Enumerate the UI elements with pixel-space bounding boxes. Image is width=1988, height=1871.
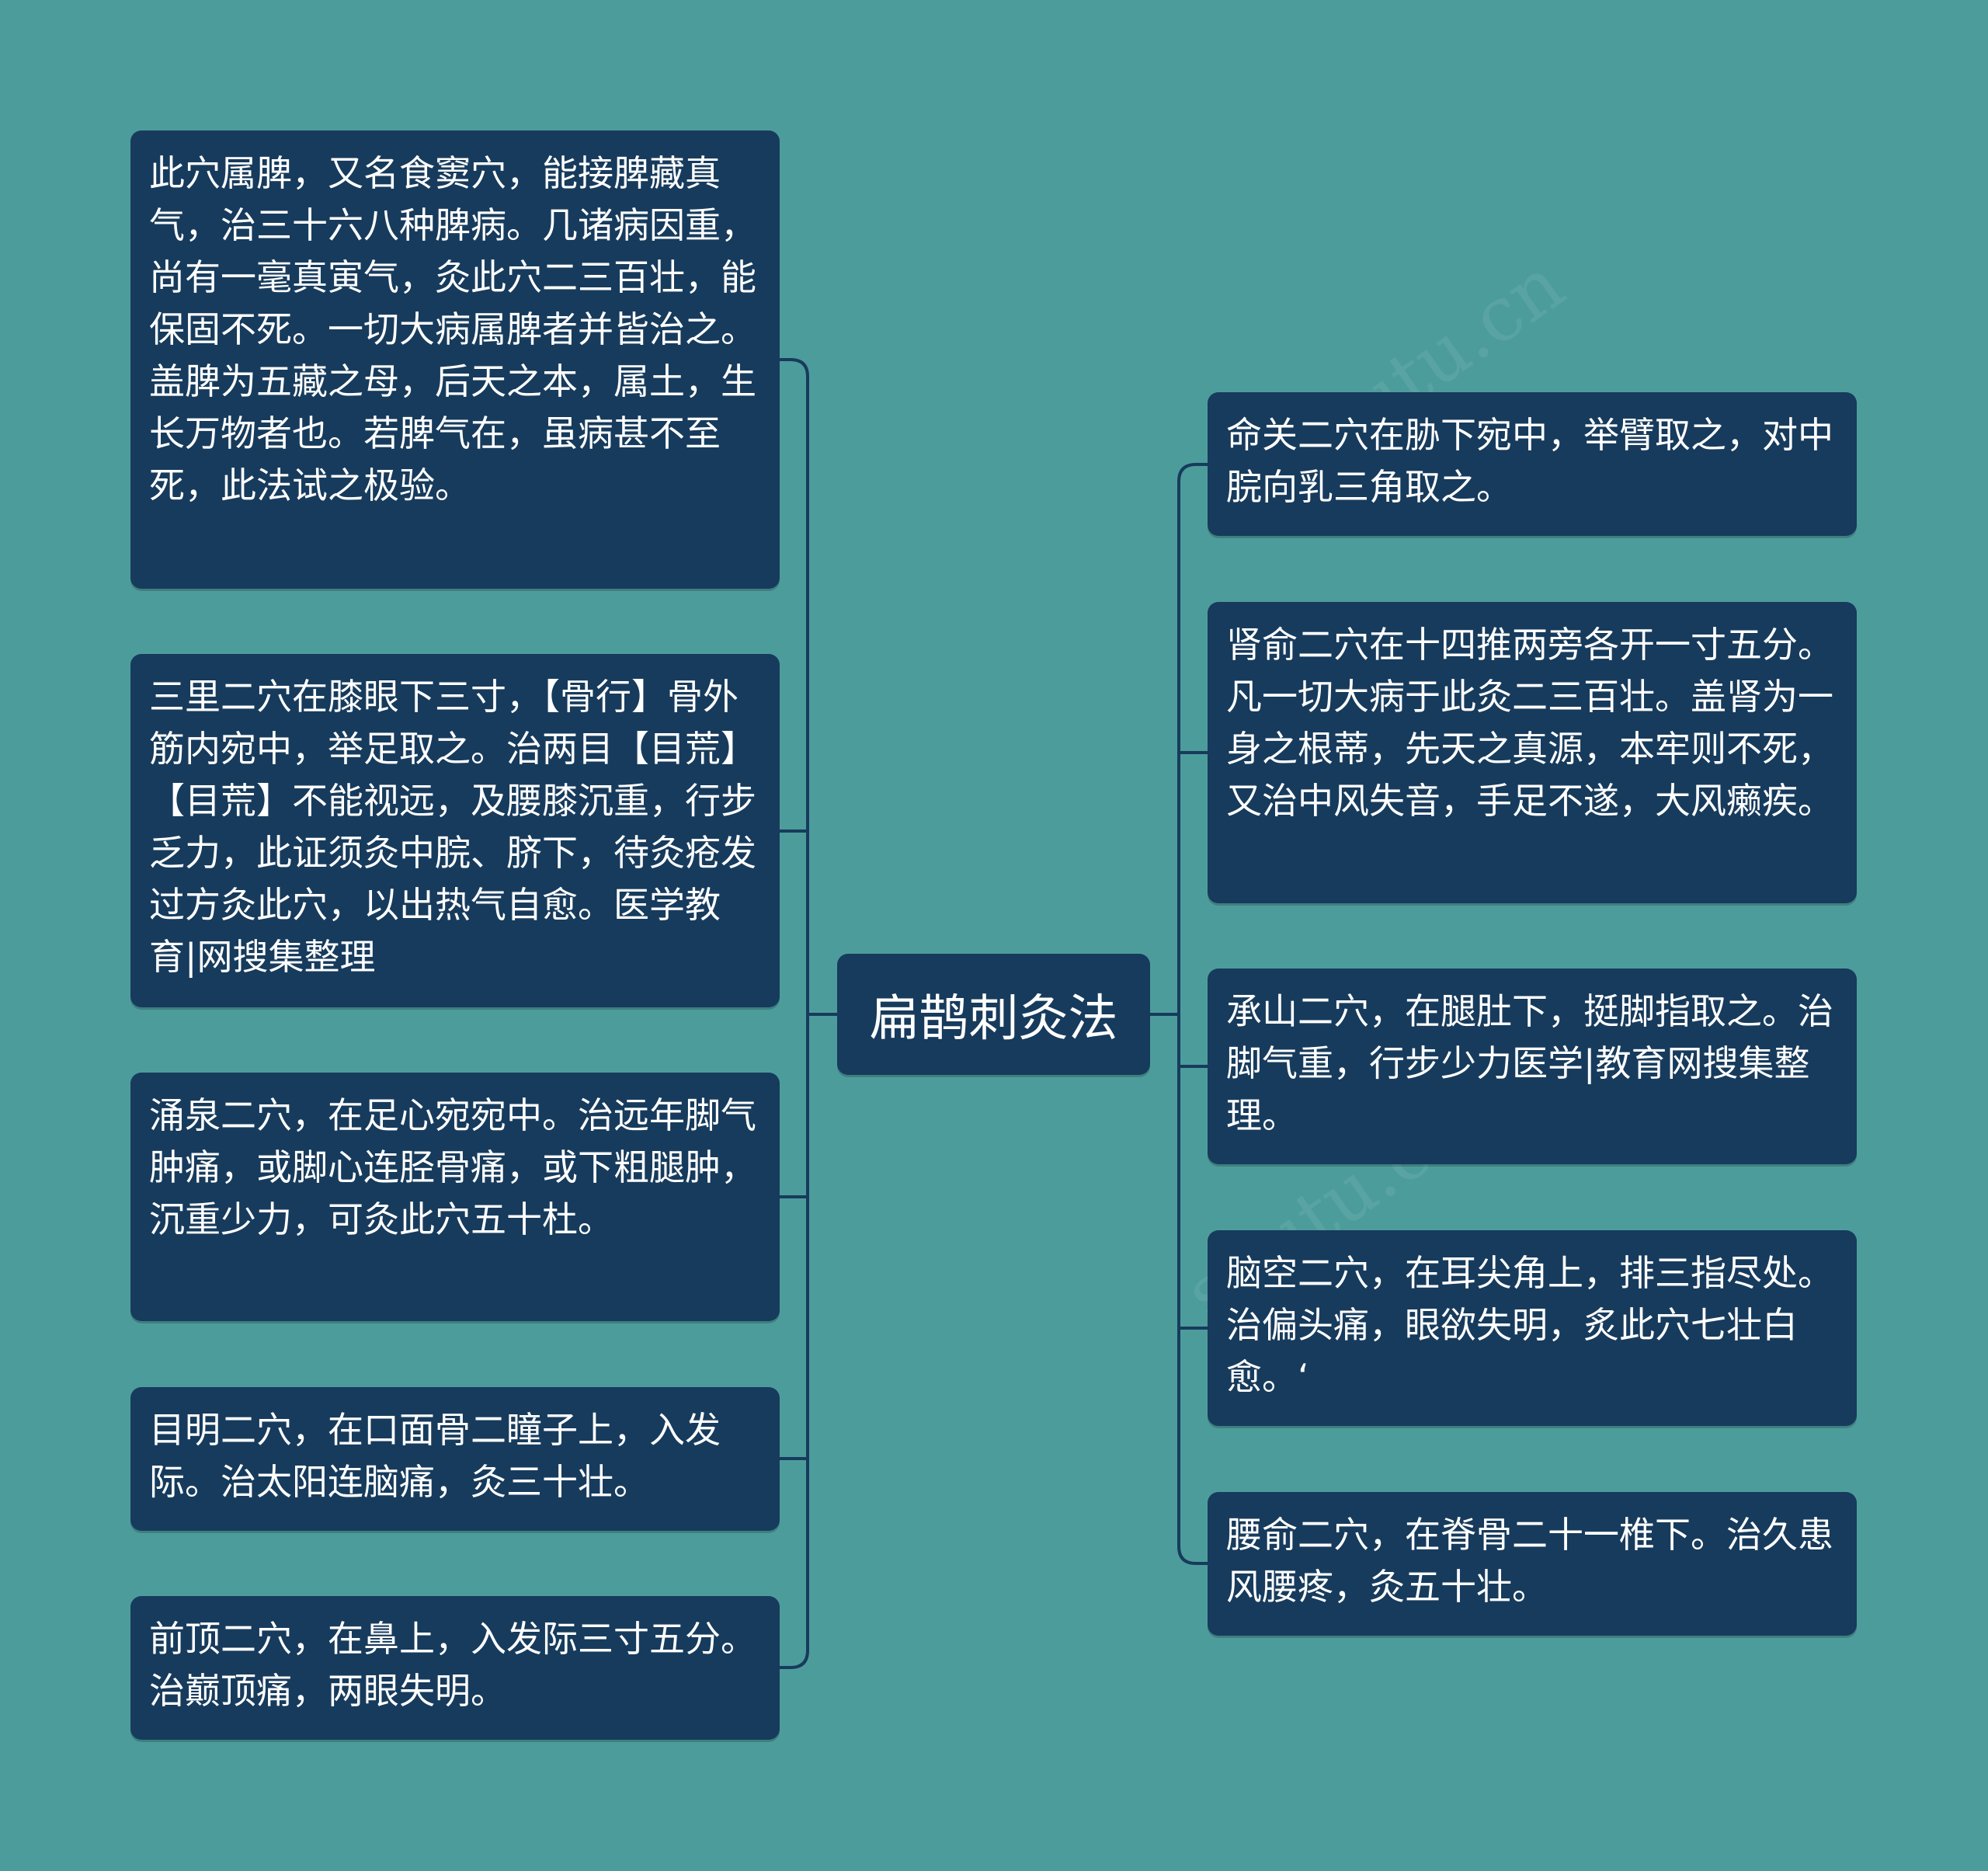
connector-right-branch <box>1177 463 1208 482</box>
central-topic[interactable]: 扁鹊刺灸法 <box>837 954 1150 1075</box>
branch-node-yongquan[interactable]: 涌泉二穴，在足心宛宛中。治远年脚气肿痛，或脚心连胫骨痛，或下粗腿肿，沉重少力，可… <box>130 1073 780 1321</box>
branch-node-yaoshu[interactable]: 腰俞二穴，在脊骨二十一椎下。治久患风腰疼，灸五十壮。 <box>1208 1492 1857 1636</box>
connector-left-branch <box>780 358 809 377</box>
connector-left-branch <box>780 1650 809 1669</box>
branch-node-chengshan[interactable]: 承山二穴，在腿肚下，挺脚指取之。治脚气重，行步少力医学|教育网搜集整理。 <box>1208 969 1857 1164</box>
branch-node-shenshu[interactable]: 肾俞二穴在十四推两旁各开一寸五分。凡一切大病于此灸二三百壮。盖肾为一身之根蒂，先… <box>1208 602 1857 903</box>
branch-node-mingguan[interactable]: 命关二穴在胁下宛中，举臂取之，对中脘向乳三角取之。 <box>1208 392 1857 536</box>
branch-node-qianding[interactable]: 前顶二穴，在鼻上，入发际三寸五分。治巅顶痛，两眼失明。 <box>130 1596 780 1740</box>
branch-node-pishu[interactable]: 此穴属脾，又名食窦穴，能接脾藏真气，治三十六八种脾病。几诸病因重，尚有一毫真寅气… <box>130 130 780 589</box>
connector-right-branch <box>1177 1546 1208 1565</box>
branch-node-sanli[interactable]: 三里二穴在膝眼下三寸，【骨行】骨外筋内宛中，举足取之。治两目【目荒】【目荒】不能… <box>130 654 780 1007</box>
branch-node-naokong[interactable]: 脑空二穴，在耳尖角上，排三指尽处。治偏头痛，眼欲失明，炙此穴七壮白愈。‘ <box>1208 1230 1857 1426</box>
branch-node-muming[interactable]: 目明二穴，在口面骨二瞳子上，入发际。治太阳连脑痛，灸三十壮。 <box>130 1387 780 1531</box>
